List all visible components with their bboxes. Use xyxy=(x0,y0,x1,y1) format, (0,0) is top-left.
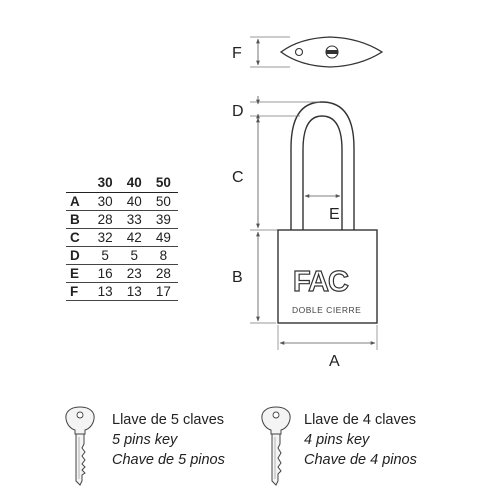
dimension-label-d: D xyxy=(232,103,244,120)
table-cell: 5 xyxy=(90,246,120,265)
dimension-label-c: C xyxy=(232,169,244,186)
dimension-label-a: A xyxy=(329,353,340,370)
table-cell: 40 xyxy=(119,192,149,211)
table-cell: 16 xyxy=(90,264,120,283)
column-header: 50 xyxy=(155,175,171,190)
table-cell: 13 xyxy=(90,282,120,301)
table-cell: 17 xyxy=(148,282,178,301)
legend-line: Chave de 5 pinos xyxy=(112,452,225,468)
table-row: F 13 13 17 xyxy=(66,282,178,301)
column-header: 40 xyxy=(126,175,142,190)
table-cell: 28 xyxy=(90,210,120,229)
dimension-d: D xyxy=(232,96,320,122)
table-cell: 28 xyxy=(148,264,178,283)
legend-title: Llave de 5 claves xyxy=(112,412,225,428)
column-header: 30 xyxy=(97,175,113,190)
table-cell: 32 xyxy=(90,228,120,247)
row-label: D xyxy=(66,246,91,265)
row-label: E xyxy=(66,264,91,283)
row-label: C xyxy=(66,228,91,247)
table-cell: 5 xyxy=(119,246,149,265)
dimension-label-e: E xyxy=(329,206,340,223)
legend-title: Llave de 4 claves xyxy=(304,412,417,428)
body-engraving: DOBLE CIERRE xyxy=(292,305,361,315)
table-row: D 5 5 8 xyxy=(66,246,178,265)
four-pin-key-legend: Llave de 4 claves 4 pins key Chave de 4 … xyxy=(304,410,417,470)
table-cell: 39 xyxy=(148,210,178,229)
padlock-shackle xyxy=(290,101,355,230)
four-pin-key-icon xyxy=(261,406,291,486)
dimension-label-f: F xyxy=(232,45,242,62)
five-pin-key-legend: Llave de 5 claves 5 pins key Chave de 5 … xyxy=(112,410,225,470)
table-row: A 30 40 50 xyxy=(66,192,178,211)
table-cell: 42 xyxy=(119,228,149,247)
table-cell: 30 xyxy=(90,192,120,211)
dimension-e: E xyxy=(304,194,341,223)
table-cell: 50 xyxy=(148,192,178,211)
shackle-hole-icon xyxy=(294,47,304,57)
dimensions-table: 30 40 50 A 30 40 50 B 28 33 39 C 32 42 4… xyxy=(66,174,178,301)
table-header-row: 30 40 50 xyxy=(66,174,178,193)
dimension-f: F xyxy=(232,36,290,68)
row-label: A xyxy=(66,192,91,211)
legend-line: Chave de 4 pinos xyxy=(304,452,417,468)
dimension-b: B xyxy=(232,231,276,324)
table-cell: 23 xyxy=(119,264,149,283)
table-row: C 32 42 49 xyxy=(66,228,178,247)
padlock-top-view xyxy=(279,36,384,68)
dimension-a: A xyxy=(277,325,378,370)
brand-logo: FAC xyxy=(293,266,349,298)
legend-line: 4 pins key xyxy=(304,432,370,448)
dimension-label-b: B xyxy=(232,269,243,286)
row-label: B xyxy=(66,210,91,229)
five-pin-key-icon xyxy=(65,406,95,486)
dimension-c: C xyxy=(232,117,292,231)
row-label: F xyxy=(66,282,91,301)
legend-line: 5 pins key xyxy=(112,432,178,448)
table-cell: 13 xyxy=(119,282,149,301)
table-row: E 16 23 28 xyxy=(66,264,178,283)
table-cell: 8 xyxy=(148,246,178,265)
table-row: B 28 33 39 xyxy=(66,210,178,229)
table-cell: 33 xyxy=(119,210,149,229)
table-cell: 49 xyxy=(148,228,178,247)
padlock-body: FAC DOBLE CIERRE xyxy=(277,229,378,324)
